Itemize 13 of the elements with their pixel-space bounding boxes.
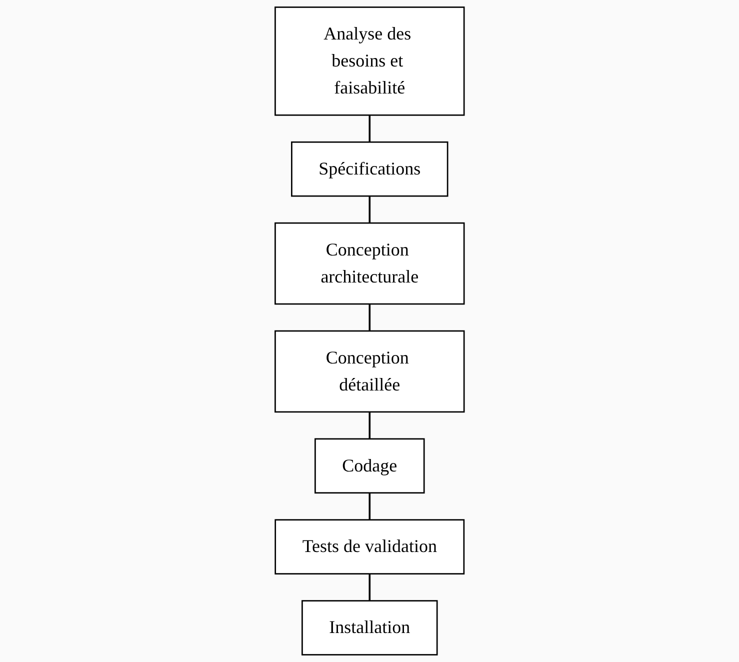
connector [368,412,370,439]
node-box: Codage [314,438,425,494]
connector [368,304,370,331]
node-box: Analyse des besoins et faisabilité [274,6,465,116]
connector [368,115,370,142]
node-box: Installation [301,600,438,656]
node-box: Conception détaillée [274,330,465,413]
node-box: Tests de validation [274,519,464,574]
connector [368,574,370,601]
connector [368,196,370,224]
node-box: Spécifications [290,141,448,197]
connector [368,492,370,520]
node-box: Conception architecturale [274,222,465,305]
